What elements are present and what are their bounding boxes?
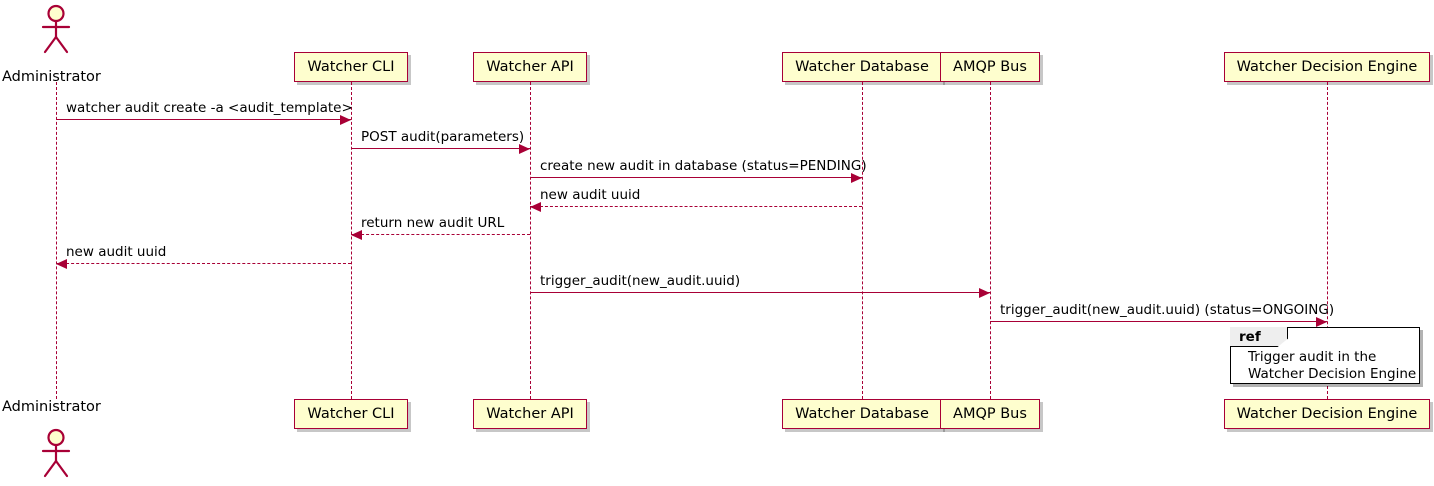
actor-administrator-top [34, 4, 78, 56]
message-label-m2: POST audit(parameters) [361, 129, 525, 145]
ref-fragment-line-1: Trigger audit in the [1248, 349, 1377, 365]
participant-box-watcher_cli-top: Watcher CLI [294, 52, 408, 82]
lifeline-amqp_bus [990, 82, 991, 399]
message-line-m5 [351, 234, 530, 235]
participant-box-amqp_bus-bottom: AMQP Bus [940, 399, 1040, 429]
message-arrowhead-m6 [56, 258, 67, 269]
actor-administrator-bottom [34, 428, 78, 480]
message-label-m5: return new audit URL [361, 215, 505, 231]
message-label-m3: create new audit in database (status=PEN… [540, 158, 867, 174]
message-arrowhead-m2 [519, 143, 530, 154]
participant-box-decision_engine-top: Watcher Decision Engine [1223, 52, 1431, 82]
message-arrowhead-m8 [1316, 316, 1327, 327]
message-arrowhead-m5 [351, 229, 362, 240]
message-label-m1: watcher audit create -a <audit_template> [66, 100, 353, 116]
message-line-m6 [56, 263, 351, 264]
participant-box-decision_engine-bottom: Watcher Decision Engine [1223, 399, 1431, 429]
message-line-m4 [530, 206, 862, 207]
message-arrowhead-m1 [340, 114, 351, 125]
participant-box-watcher_cli-bottom: Watcher CLI [294, 399, 408, 429]
message-line-m8 [990, 321, 1327, 322]
lifeline-watcher_db [862, 82, 863, 399]
message-label-m7: trigger_audit(new_audit.uuid) [540, 273, 741, 289]
message-label-m4: new audit uuid [540, 187, 641, 203]
lifeline-watcher_cli [351, 82, 352, 399]
message-line-m3 [530, 177, 862, 178]
message-arrowhead-m7 [979, 287, 990, 298]
participant-box-watcher_api-top: Watcher API [473, 52, 587, 82]
message-label-m8: trigger_audit(new_audit.uuid) (status=ON… [1000, 302, 1335, 318]
message-arrowhead-m4 [530, 201, 541, 212]
message-label-m6: new audit uuid [66, 244, 167, 260]
participant-box-watcher_db-bottom: Watcher Database [782, 399, 942, 429]
ref-fragment-tab: ref [1230, 327, 1288, 347]
lifeline-administrator [56, 82, 57, 399]
message-line-m7 [530, 292, 990, 293]
message-line-m1 [56, 119, 351, 120]
participant-box-amqp_bus-top: AMQP Bus [940, 52, 1040, 82]
lifeline-watcher_api [530, 82, 531, 399]
participant-box-watcher_db-top: Watcher Database [782, 52, 942, 82]
participant-box-watcher_api-bottom: Watcher API [473, 399, 587, 429]
actor-label-administrator-bottom: Administrator [2, 399, 101, 415]
ref-fragment-line-2: Watcher Decision Engine [1248, 366, 1417, 382]
actor-label-administrator-top: Administrator [2, 69, 101, 85]
message-line-m2 [351, 148, 530, 149]
lifeline-decision_engine [1327, 82, 1328, 399]
message-arrowhead-m3 [851, 172, 862, 183]
